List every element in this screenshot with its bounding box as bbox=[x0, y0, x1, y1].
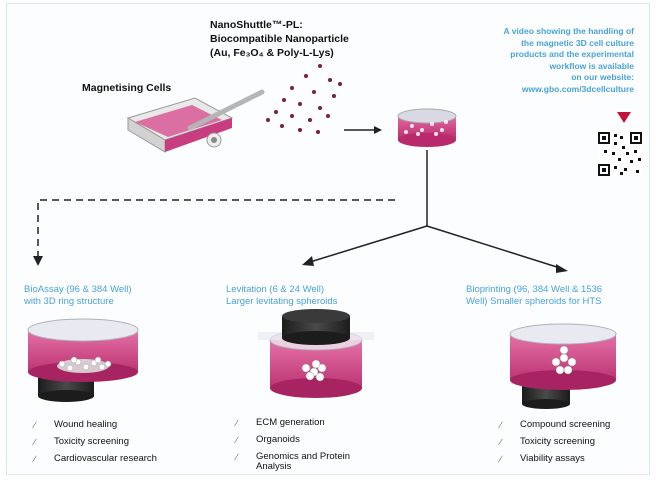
nanoparticle-dots bbox=[266, 64, 342, 134]
video-note-line: workflow is available bbox=[549, 60, 634, 71]
flask-icon bbox=[126, 97, 234, 153]
levitation-title-line: Larger levitating spheroids bbox=[226, 296, 338, 307]
check-icon: ∕ bbox=[500, 420, 502, 430]
bioprinting-applications: ∕Compound screening ∕Toxicity screening … bbox=[500, 420, 610, 471]
bioassay-well-illustration bbox=[27, 318, 139, 402]
check-icon: ∕ bbox=[500, 437, 502, 447]
list-item: ∕Genomics and Protein Analysis bbox=[236, 451, 350, 472]
check-icon: ∕ bbox=[34, 420, 36, 430]
list-item: ∕Cardiovascular research bbox=[34, 453, 157, 465]
nanoparticle-title-line: NanoShuttle™-PL: bbox=[210, 19, 303, 31]
video-marker bbox=[617, 112, 631, 123]
levitation-applications: ∕ECM generation ∕Organoids ∕Genomics and… bbox=[236, 418, 386, 479]
bioassay-applications: ∕Wound healing ∕Toxicity screening ∕Card… bbox=[34, 420, 157, 471]
bioprinting-title: Bioprinting (96, 384 Well & 1536 Well) S… bbox=[466, 284, 646, 308]
list-item: ∕Viability assays bbox=[500, 453, 585, 465]
bioprinting-well-illustration bbox=[509, 323, 617, 409]
levitation-title: Levitation (6 & 24 Well) Larger levitati… bbox=[226, 284, 426, 308]
video-note: A video showing the handling of the magn… bbox=[464, 26, 634, 95]
check-icon: ∕ bbox=[236, 435, 238, 445]
bioassay-title-line: with 3D ring structure bbox=[24, 296, 114, 307]
branch-lines bbox=[37, 150, 561, 269]
bioprinting-title-line: Bioprinting (96, 384 Well & 1536 bbox=[466, 284, 603, 295]
nanoparticle-title-line: Biocompatible Nanoparticle bbox=[210, 33, 349, 45]
nanoparticle-title: NanoShuttle™-PL: Biocompatible Nanoparti… bbox=[210, 18, 410, 60]
levitation-title-line: Levitation (6 & 24 Well) bbox=[226, 284, 325, 295]
check-icon: ∕ bbox=[34, 454, 36, 464]
petri-dish-icon bbox=[397, 108, 457, 147]
check-icon: ∕ bbox=[236, 418, 238, 428]
list-item: ∕Toxicity screening bbox=[500, 436, 595, 448]
bioassay-title: BioAssay (96 & 384 Well) with 3D ring st… bbox=[24, 284, 224, 308]
video-note-line: the magnetic 3D cell culture bbox=[521, 37, 634, 48]
levitation-well-illustration bbox=[258, 309, 374, 398]
list-item: ∕ECM generation bbox=[236, 417, 325, 429]
arrow-to-dish bbox=[344, 126, 382, 134]
list-item: ∕Organoids bbox=[236, 434, 300, 446]
qr-code-icon bbox=[598, 132, 642, 176]
list-item: ∕Compound screening bbox=[500, 419, 611, 431]
check-icon: ∕ bbox=[500, 454, 502, 464]
video-note-link[interactable]: www.gbo.com/3dcellculture bbox=[521, 83, 634, 94]
video-note-line: on our website: bbox=[571, 72, 634, 82]
video-note-line: products and the experimental bbox=[510, 49, 634, 59]
nanoparticle-title-line: (Au, Fe₃O₄ & Poly-L-Lys) bbox=[210, 47, 334, 59]
branch-arrowheads bbox=[33, 256, 568, 273]
magnetising-cells-label: Magnetising Cells bbox=[82, 82, 172, 94]
bioassay-title-line: BioAssay (96 & 384 Well) bbox=[24, 284, 132, 295]
pipette-icon bbox=[187, 89, 265, 148]
bioprinting-title-line: Well) Smaller spheroids for HTS bbox=[466, 296, 602, 307]
video-note-line: A video showing the handling of bbox=[503, 26, 634, 36]
list-item: ∕Toxicity screening bbox=[34, 436, 129, 448]
list-item: ∕Wound healing bbox=[34, 419, 118, 431]
check-icon: ∕ bbox=[236, 452, 238, 462]
check-icon: ∕ bbox=[34, 437, 36, 447]
